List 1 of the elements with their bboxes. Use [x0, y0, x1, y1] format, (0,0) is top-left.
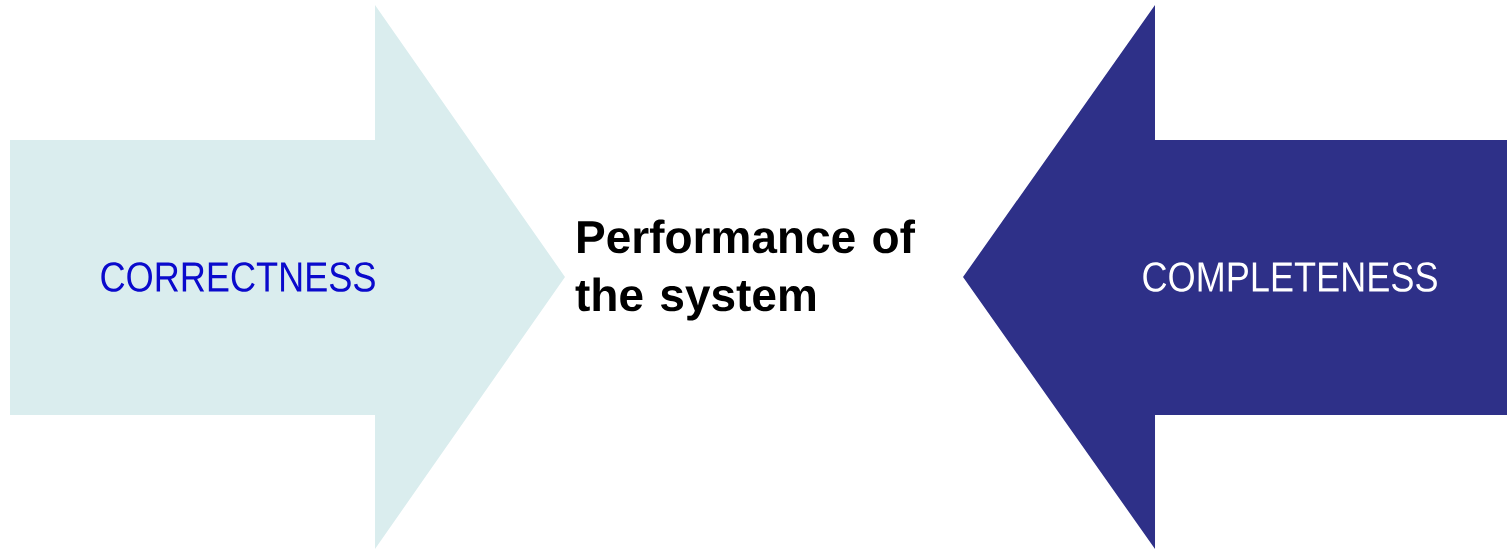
title-text: Performance of the system: [575, 219, 916, 321]
